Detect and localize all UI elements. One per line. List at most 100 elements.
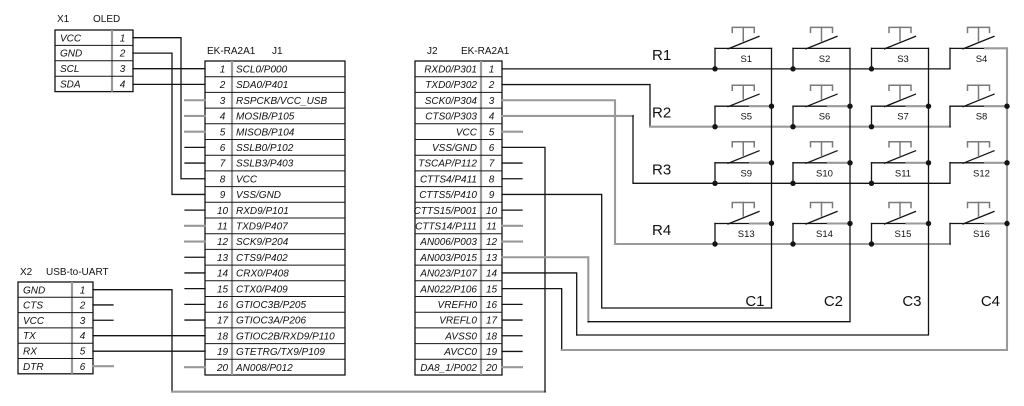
switch-s13-arm: [727, 210, 760, 225]
connector-x2-pin-1-number: 1: [80, 285, 86, 296]
connector-j1-pin-10-label: RXD9/P101: [236, 206, 289, 217]
wire-col-c2-lead: [500, 256, 590, 323]
connector-j2-pin-2-number: 2: [488, 80, 495, 91]
switch-s5-label: S5: [740, 112, 752, 123]
connector-j2-pin-14-label: AN023/P107: [419, 269, 477, 280]
connector-j1-pin-19-number: 19: [217, 347, 229, 358]
connector-j2-board-label: EK-RA2A1: [461, 46, 510, 57]
junction-dot: [712, 180, 718, 186]
junction-dot: [925, 160, 932, 166]
row-label-r2: R2: [652, 105, 671, 122]
connector-j1-pin-7-label: SSLB3/P403: [236, 159, 294, 170]
connector-j1-pin-16-number: 16: [217, 300, 229, 311]
connector-j2-pin-9-label: CTTS5/P410: [419, 190, 477, 201]
connector-j1-pin-12-label: SCK9/P204: [236, 237, 289, 248]
connector-j2-pin-13-label: AN003/P015: [419, 253, 477, 264]
connector-j1-pin-11-label: TXD9/P407: [236, 221, 288, 232]
connector-x1-id-label: X1: [57, 14, 70, 25]
col-label-c2: C2: [824, 293, 843, 310]
connector-x1-pin-1-number: 1: [120, 33, 126, 44]
connector-j1-pin-2-label: SDA0/P401: [236, 80, 288, 91]
connector-j1-pin-6-number: 6: [220, 143, 226, 154]
connector-j2-pin-1-label: RXD0/P301: [424, 64, 477, 75]
connector-j1-pin-4-number: 4: [220, 112, 226, 123]
connector-j2-pin-4-number: 4: [489, 112, 495, 123]
connector-x2-pin-4-label: TX: [23, 331, 36, 342]
junction-dot: [768, 220, 775, 227]
switch-s10-label: S10: [816, 168, 833, 179]
connector-j2-pin-5-number: 5: [489, 127, 495, 138]
connector-j1-pin-7-number: 7: [220, 159, 226, 170]
connector-j2-pin-1-number: 1: [489, 64, 495, 75]
switch-s8-arm: [962, 93, 995, 108]
connector-j2-pin-18-number: 18: [486, 331, 498, 342]
connector-j2-pin-10-label: CTTS15/P001: [414, 206, 477, 217]
connector-j2-pin-13-number: 13: [486, 253, 498, 264]
switch-s10: S10: [790, 141, 853, 186]
switch-s2-arm: [805, 35, 838, 50]
switch-s14-label: S14: [816, 229, 833, 240]
switch-s4-arm: [962, 35, 995, 50]
col-label-c3: C3: [902, 293, 921, 310]
junction-dot: [868, 66, 875, 72]
connector-j2-pin-20-number: 20: [485, 363, 498, 374]
switch-s5: S5: [712, 84, 775, 130]
switch-s14-arm: [805, 210, 838, 225]
connector-x2-type-label: USB-to-UART: [46, 267, 109, 278]
row-label-r3: R3: [652, 161, 671, 178]
connector-x2-pin-1-label: GND: [23, 285, 45, 296]
connector-x2-pin-2-number: 2: [79, 301, 86, 312]
switch-s7-label: S7: [897, 112, 909, 123]
junction-dot: [868, 124, 875, 130]
switch-s9-arm: [727, 149, 760, 165]
connector-j2-pin-5-label: VCC: [456, 127, 478, 138]
switch-s4: S4: [949, 26, 1009, 70]
connector-j2-pin-17-label: VREFL0: [439, 316, 477, 327]
connector-j2-pin-19-number: 19: [486, 347, 498, 358]
connector-j1-pin-5-number: 5: [220, 127, 226, 138]
wire-col-c4: [560, 47, 1009, 352]
connector-j1-pin-20-number: 20: [216, 363, 229, 374]
connector-x2-pin-5-label: RX: [23, 346, 37, 357]
connector-j1-board-label: EK-RA2A1: [207, 46, 256, 57]
junction-dot: [925, 220, 932, 227]
switch-s13: S13: [712, 201, 775, 247]
connector-j2-pin-14-number: 14: [486, 269, 498, 280]
wire-vcc-x1-j1: [132, 37, 206, 180]
connector-j1-pin-20-label: AN008/P012: [235, 363, 293, 374]
connector-x2-pin-3-number: 3: [80, 316, 86, 327]
connector-j1-id-label: J1: [272, 46, 283, 57]
wire-col-c3-lead: [501, 272, 578, 336]
wire-col-c4-lead: [501, 287, 563, 351]
connector-j2-pin-15-number: 15: [486, 284, 498, 295]
col-label-c4: C4: [981, 293, 1000, 310]
junction-dot: [1004, 103, 1010, 109]
switch-s2-label: S2: [819, 54, 831, 65]
connector-j1-pin-5-label: MISOB/P104: [236, 127, 295, 138]
switch-s15-label: S15: [895, 229, 912, 240]
junction-dot: [712, 124, 718, 130]
connector-j1-pin-18-label: GTIOC2B/RXD9/P110: [236, 331, 335, 342]
junction-dot: [925, 103, 932, 109]
switch-s15-arm: [883, 210, 917, 225]
connector-j2-pin-12-label: AN006/P003: [419, 237, 477, 248]
junction-dot: [768, 103, 775, 109]
junction-dot: [790, 241, 796, 247]
connector-j1-pin-18-number: 18: [217, 331, 229, 342]
connector-j1-pin-12-number: 12: [217, 237, 229, 248]
connector-x2-pin-6-number: 6: [80, 362, 86, 373]
switch-s7: S7: [868, 84, 932, 130]
row-label-r1: R1: [652, 47, 671, 64]
wire-gnd-j2-down: [501, 146, 546, 393]
switch-s13-label: S13: [738, 229, 755, 240]
connector-j1-pin-15-label: CTX0/P409: [236, 284, 288, 295]
connector-j2-pin-15-label: AN022/P106: [419, 284, 477, 295]
switch-s10-arm: [805, 149, 838, 165]
switch-s9-label: S9: [740, 168, 752, 179]
connector-j2-pin-17-number: 17: [486, 316, 498, 327]
